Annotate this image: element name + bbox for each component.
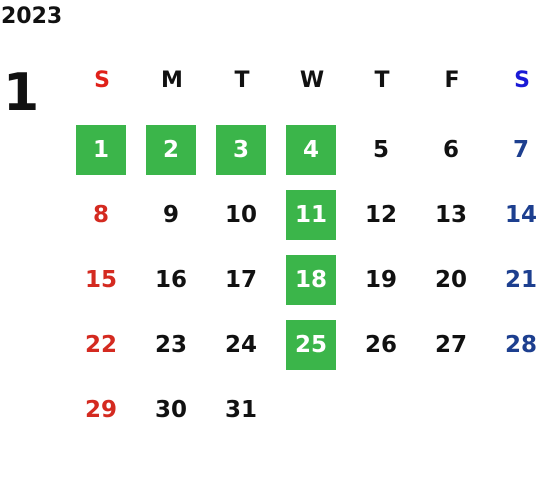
day-cell: 17: [224, 267, 257, 293]
day-cell: 27: [434, 332, 467, 358]
day-cell: 14: [504, 202, 537, 228]
day-cell: 28: [504, 332, 537, 358]
year-label: 2023: [1, 4, 63, 29]
day-cell: 12: [364, 202, 397, 228]
day-cell: 18: [286, 255, 336, 305]
day-cell: 23: [154, 332, 187, 358]
day-cell: 20: [434, 267, 467, 293]
day-cell: 19: [364, 267, 397, 293]
weekday-sunday: S: [94, 68, 110, 93]
day-cell: 15: [84, 267, 117, 293]
weekday-header: S M T W T F S: [67, 66, 548, 96]
day-cell: 1: [76, 125, 126, 175]
weekday-tuesday: T: [234, 68, 250, 93]
day-cell: 25: [286, 320, 336, 370]
day-cell: 22: [84, 332, 117, 358]
day-cell: 29: [84, 397, 117, 423]
day-cell: 2: [146, 125, 196, 175]
day-cell: 4: [286, 125, 336, 175]
day-cell: 24: [224, 332, 257, 358]
day-cell: 6: [442, 137, 459, 163]
weekday-saturday: S: [514, 68, 530, 93]
day-cell: 7: [512, 137, 529, 163]
day-cell: 30: [154, 397, 187, 423]
day-cell: 3: [216, 125, 266, 175]
weekday-wednesday: W: [299, 68, 325, 93]
day-cell: 5: [372, 137, 389, 163]
day-cell: 13: [434, 202, 467, 228]
day-cell: 21: [504, 267, 537, 293]
day-cell: 8: [92, 202, 109, 228]
day-cell: 9: [162, 202, 179, 228]
day-cell: 31: [224, 397, 257, 423]
month-number: 1: [3, 63, 40, 123]
weekday-friday: F: [444, 68, 460, 93]
day-cell: 26: [364, 332, 397, 358]
day-cell: 11: [286, 190, 336, 240]
day-cell: 10: [224, 202, 257, 228]
weekday-monday: M: [161, 68, 183, 93]
day-cell: 16: [154, 267, 187, 293]
weekday-thursday: T: [374, 68, 390, 93]
